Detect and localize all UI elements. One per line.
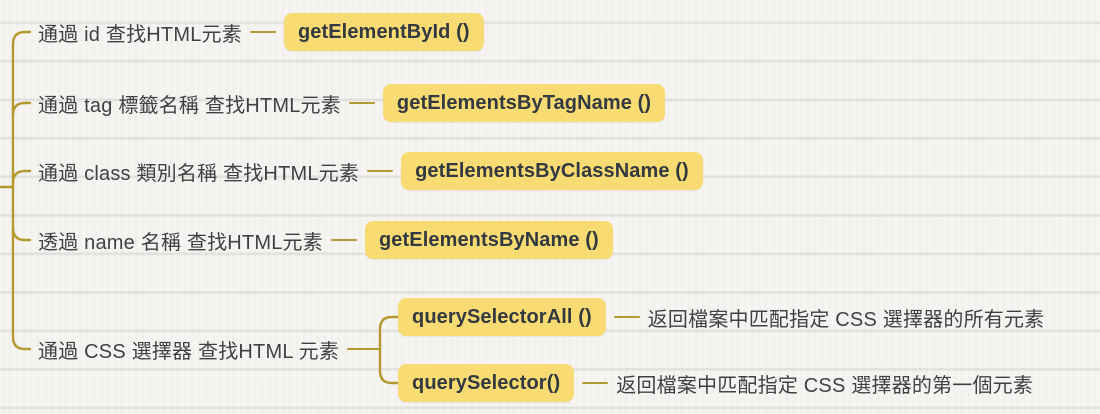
- branch-label-class[interactable]: 通過 class 類別名稱 查找HTML元素: [38, 162, 360, 185]
- branch-label-name[interactable]: 透過 name 名稱 查找HTML元素: [38, 231, 323, 254]
- branch-label-css-selector[interactable]: 通過 CSS 選擇器 查找HTML 元素: [38, 340, 340, 363]
- branch-label-id[interactable]: 通過 id 查找HTML元素: [38, 23, 242, 46]
- method-node-getelementsbyclassname[interactable]: getElementsByClassName (): [401, 152, 703, 190]
- connector-dash: [330, 238, 357, 242]
- method-node-getelementsbyname[interactable]: getElementsByName (): [364, 221, 613, 259]
- sub-branch-row-queryselectorall: querySelectorAll () 返回檔案中匹配指定 CSS 選擇器的所有…: [398, 297, 1044, 337]
- connector-dash: [367, 169, 394, 173]
- connector-dash: [348, 101, 375, 105]
- connector-dash: [613, 315, 640, 319]
- spur-row4: [11, 226, 32, 242]
- trunk-line: [11, 30, 32, 351]
- method-node-getelementbyid[interactable]: getElementById (): [283, 13, 484, 51]
- sub-branch-row-queryselector: querySelector() 返回檔案中匹配指定 CSS 選擇器的第一個元素: [398, 363, 1033, 403]
- connector-dash: [582, 381, 609, 385]
- connector-dash: [347, 347, 380, 351]
- method-description-queryselector[interactable]: 返回檔案中匹配指定 CSS 選擇器的第一個元素: [616, 374, 1034, 397]
- method-node-getelementsbytagname[interactable]: getElementsByTagName (): [382, 84, 666, 122]
- connector-dash: [249, 30, 276, 34]
- spur-row3: [11, 169, 32, 185]
- method-description-queryselectorall[interactable]: 返回檔案中匹配指定 CSS 選擇器的所有元素: [647, 308, 1045, 331]
- branch-row-css-selector: 通過 CSS 選擇器 查找HTML 元素: [38, 329, 380, 369]
- branch-row-tag: 通過 tag 標籤名稱 查找HTML元素 getElementsByTagNam…: [38, 83, 666, 123]
- branch-row-class: 通過 class 類別名稱 查找HTML元素 getElementsByClas…: [38, 151, 703, 191]
- method-node-queryselector[interactable]: querySelector(): [398, 364, 575, 402]
- spur-row2: [11, 101, 32, 117]
- sub-branch-bracket: [378, 315, 400, 385]
- branch-row-name: 透過 name 名稱 查找HTML元素 getElementsByName (): [38, 220, 613, 260]
- method-node-queryselectorall[interactable]: querySelectorAll (): [398, 298, 606, 336]
- branch-label-tag[interactable]: 通過 tag 標籤名稱 查找HTML元素: [38, 94, 341, 117]
- branch-row-id: 通過 id 查找HTML元素 getElementById (): [38, 12, 484, 52]
